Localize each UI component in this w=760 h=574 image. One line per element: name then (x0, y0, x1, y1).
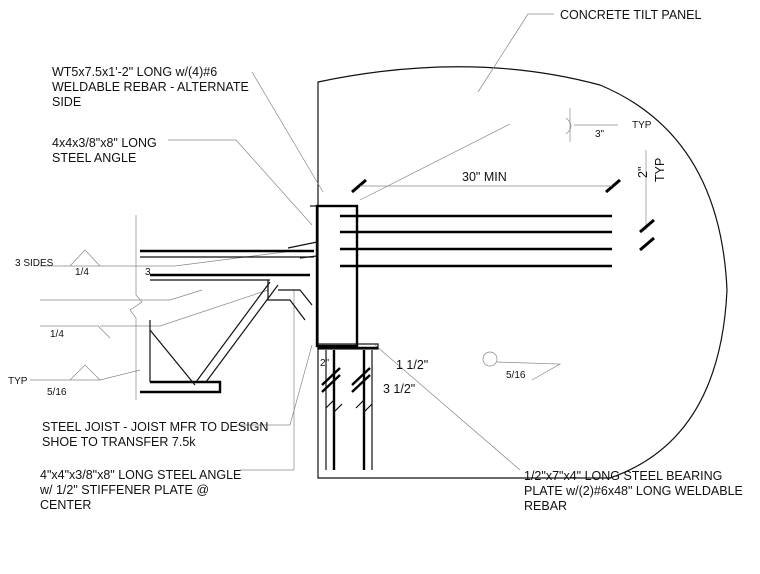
label-joist-2: SHOE TO TRANSFER 7.5k (42, 435, 196, 449)
dimension-text: 30" MIN 3" TYP 2" TYP 2" 1 1/2" 3 1/2" (320, 120, 667, 396)
dim-edge: 2" (320, 358, 330, 369)
wt-rebar (340, 214, 612, 268)
label-plate-1: 1/2"x7"x4" LONG STEEL BEARING (524, 469, 722, 483)
label-plate-3: REBAR (524, 499, 567, 513)
dim-spacing: 2" (636, 167, 650, 178)
label-angle2-2: w/ 1/2" STIFFENER PLATE @ (39, 483, 209, 497)
steel-joist (129, 215, 314, 400)
label-angle2-1: 4"x4"x3/8"x8" LONG STEEL ANGLE (40, 468, 241, 482)
weld-w1-len: 3 (145, 267, 151, 278)
weld-w1: 1/4 (75, 267, 89, 278)
weld-w3: 5/16 (47, 387, 67, 398)
label-wt-3: SIDE (52, 95, 81, 109)
concrete-panel-outline (317, 66, 728, 479)
label-wt-2: WELDABLE REBAR - ALTERNATE (52, 80, 249, 94)
dim-cover: 3" (595, 129, 605, 140)
plate-rebar (321, 350, 373, 470)
bearing-assembly (287, 204, 379, 350)
weld-w2: 1/4 (50, 329, 64, 340)
label-angle-2: STEEL ANGLE (52, 151, 136, 165)
weld-leader-top (140, 249, 301, 267)
label-wt-1: WT5x7.5x1'-2" LONG w/(4)#6 (52, 65, 217, 79)
weld-typ: TYP (8, 376, 28, 387)
dim-b: 3 1/2" (383, 382, 415, 396)
dim-a: 1 1/2" (396, 358, 428, 372)
label-plate-2: PLATE w/(2)#6x48" LONG WELDABLE (524, 484, 743, 498)
label-angle2-3: CENTER (40, 498, 91, 512)
weld-w4: 5/16 (506, 370, 526, 381)
notes: CONCRETE TILT PANEL WT5x7.5x1'-2" LONG w… (39, 8, 743, 513)
weld-symbols: 3 SIDES 1/4 3 1/4 TYP 5/16 5/16 (8, 258, 526, 398)
label-joist-1: STEEL JOIST - JOIST MFR TO DESIGN (42, 420, 268, 434)
label-panel: CONCRETE TILT PANEL (560, 8, 702, 22)
dimension-ticks (351, 117, 655, 252)
leader-lines (30, 13, 647, 471)
weld-leader-mid (100, 289, 269, 327)
weld-sides: 3 SIDES (15, 258, 54, 269)
dim-min-embed: 30" MIN (462, 170, 507, 184)
dim-spacing-typ: TYP (653, 158, 667, 182)
dim-cover-typ: TYP (632, 120, 652, 131)
label-angle-1: 4x4x3/8"x8" LONG (52, 136, 157, 150)
